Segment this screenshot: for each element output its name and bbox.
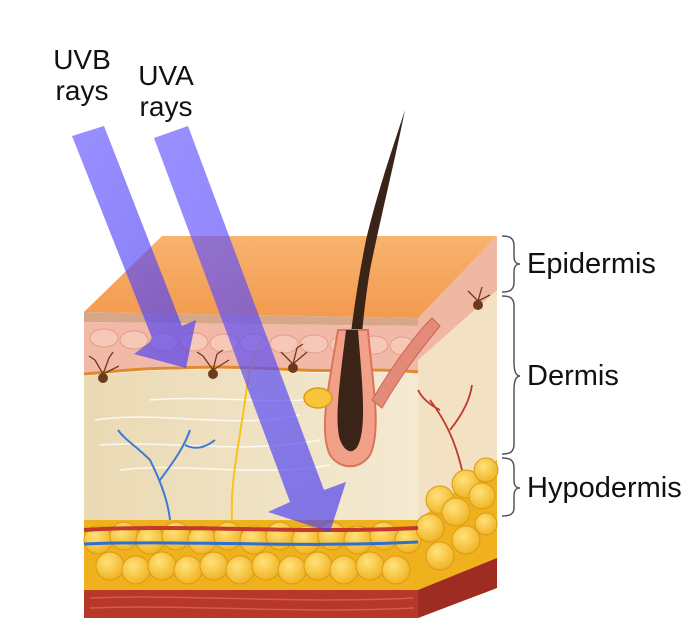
hair-root [337,330,364,452]
hair-shaft [348,110,405,360]
muscle-layer [84,590,418,618]
uva-label: UVA rays [136,60,196,123]
uva-ray-arrow [154,126,346,532]
dendrites [88,286,491,375]
artery [417,384,473,471]
epidermis-top-surface [84,236,497,318]
hypodermis-label: Hypodermis [527,472,682,504]
arrector-pili-muscle [371,317,441,409]
layer-brackets [501,235,521,517]
muscle-fibers [89,596,415,611]
uva-label-line2: rays [139,91,193,123]
epidermis-label: Epidermis [527,248,656,280]
sebaceous-gland [303,387,333,409]
dermis-label: Dermis [527,360,619,392]
uvb-ray-arrow [72,126,196,368]
melanocytes [98,300,483,383]
hypodermis-vein [83,540,419,546]
vein [117,429,216,521]
muscle-side [418,558,497,618]
uva-label-line1: UVA [138,60,194,91]
hypodermis-artery [83,526,419,532]
uvb-label: UVB rays [52,44,112,107]
uvb-label-line1: UVB [53,44,111,75]
uvb-label-line2: rays [55,75,109,107]
